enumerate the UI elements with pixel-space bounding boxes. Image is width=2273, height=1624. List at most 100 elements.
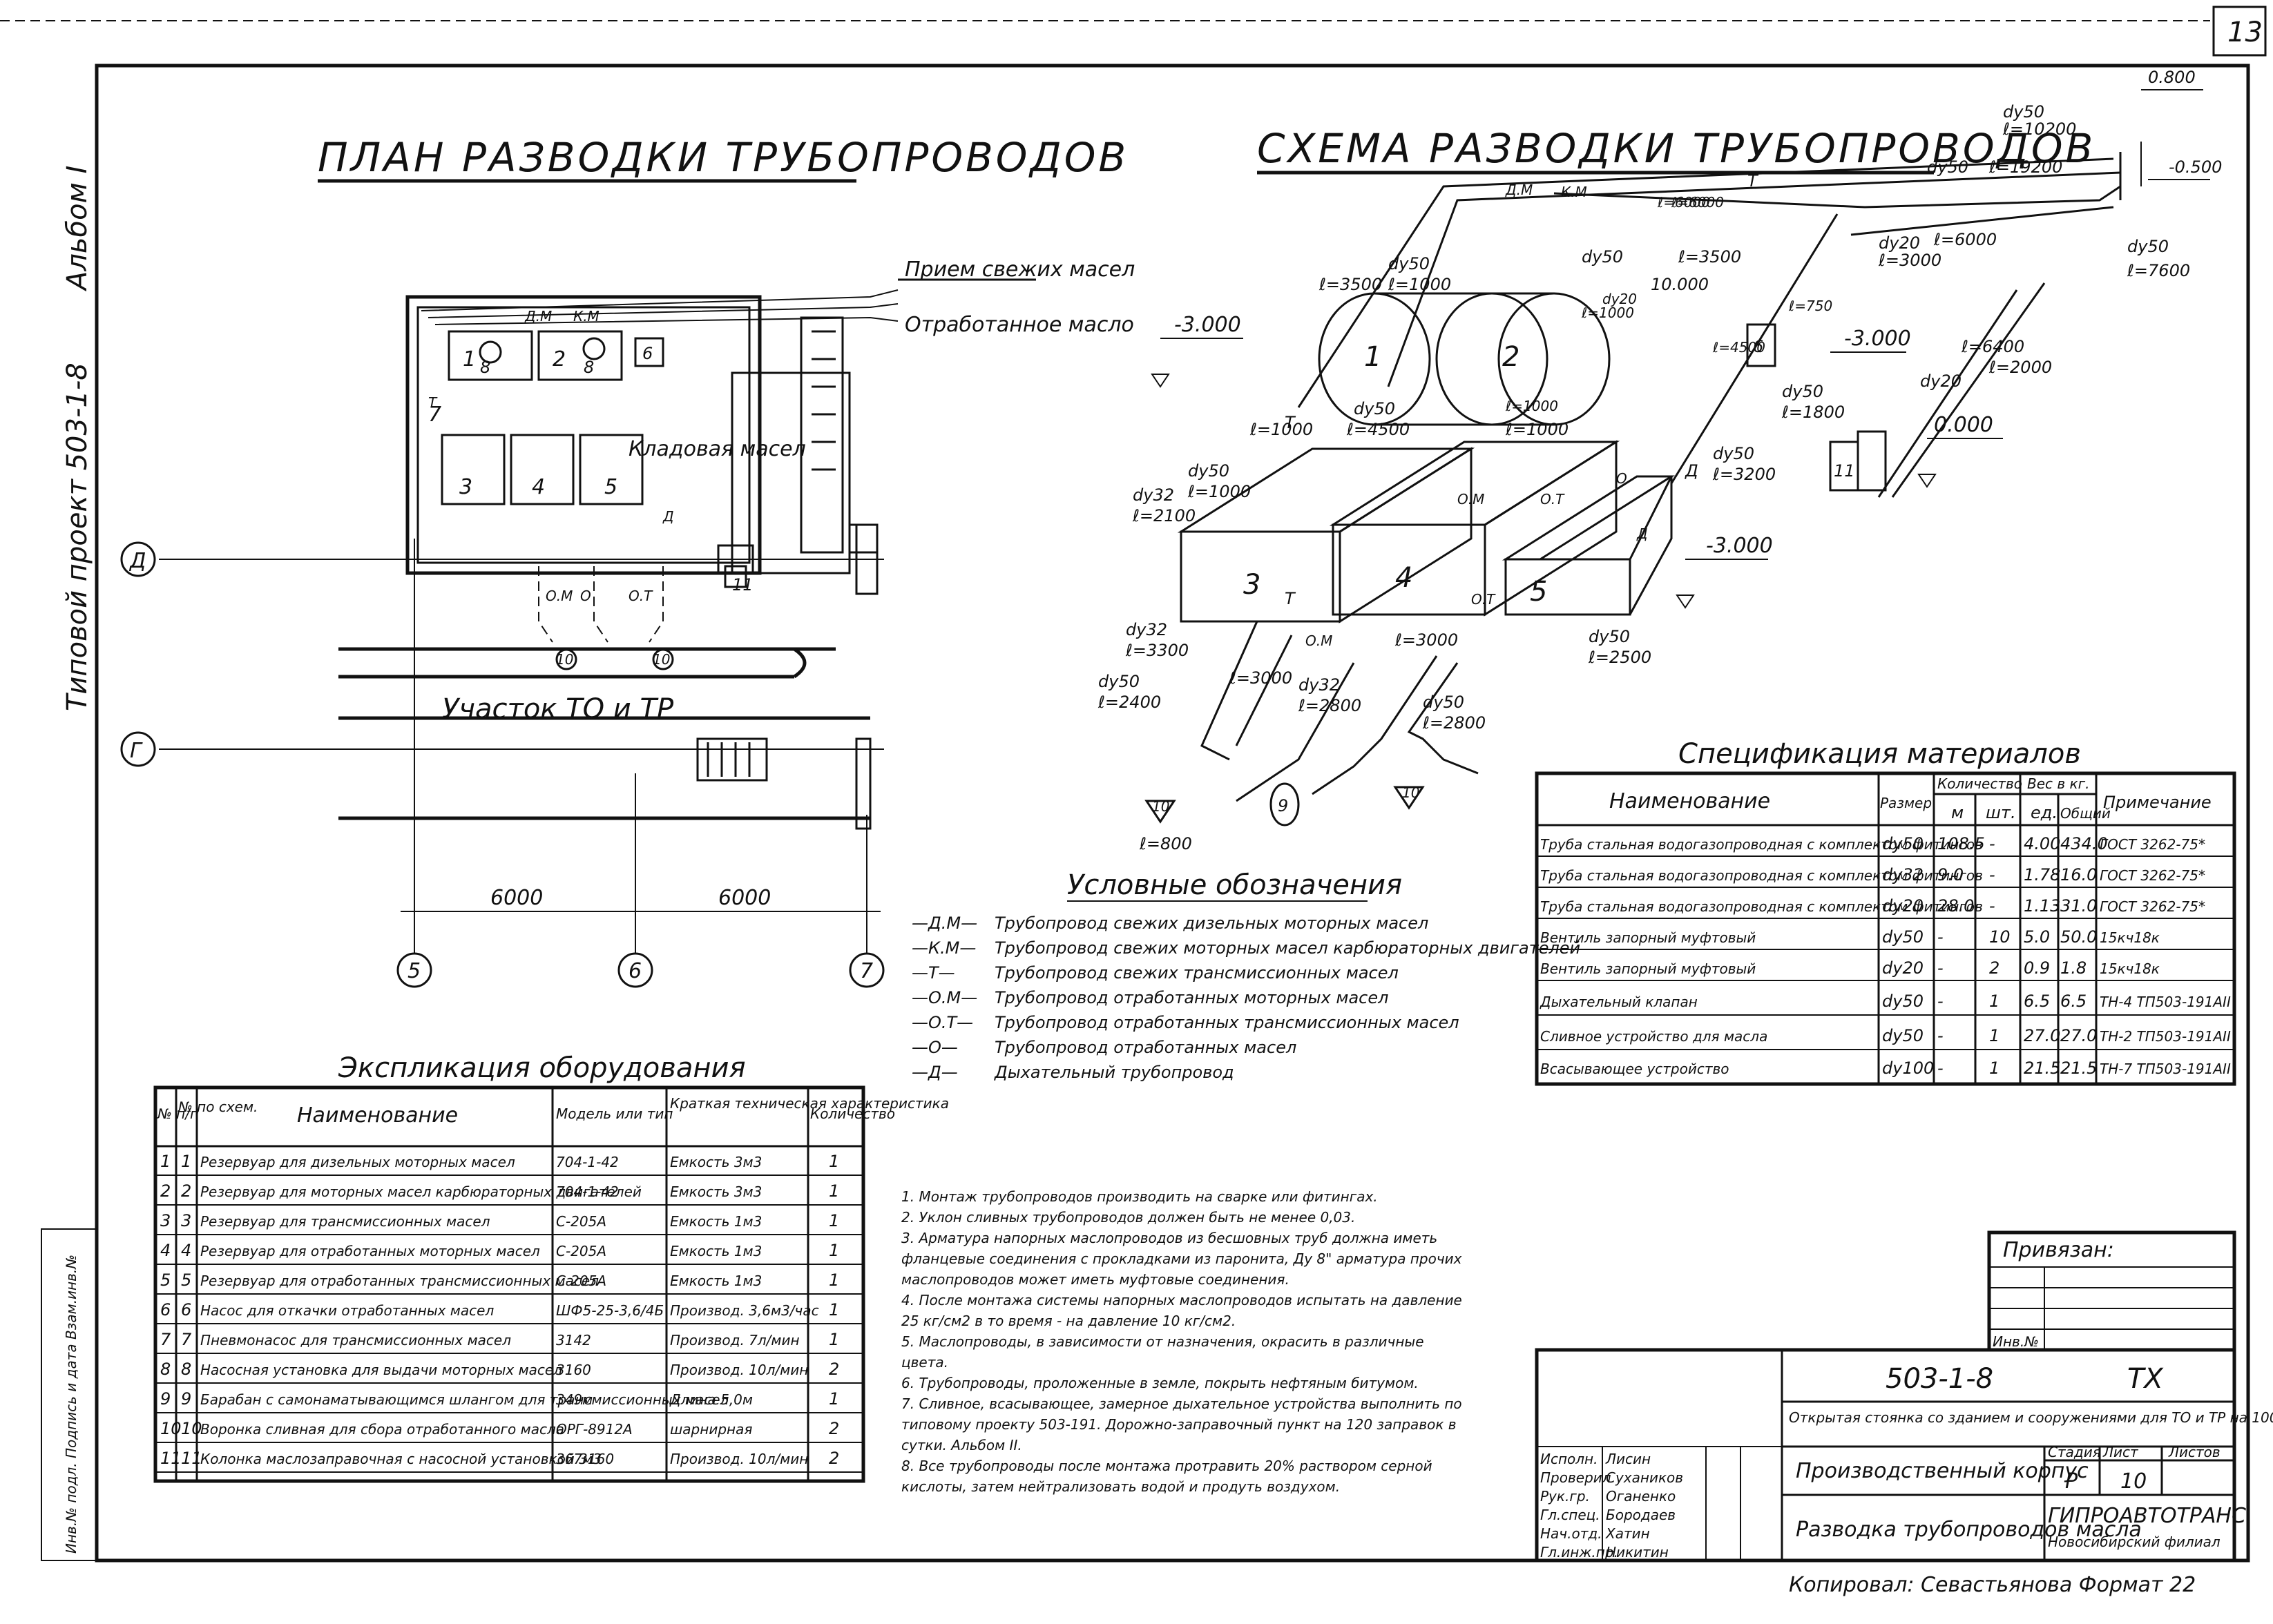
svg-text:ℓ=6000: ℓ=6000	[1671, 194, 1724, 211]
svg-text:Д.М: Д.М	[524, 308, 552, 325]
svg-text:Д: Д	[662, 508, 674, 525]
legend-text: Трубопровод свежих трансмиссионных масел	[995, 963, 1399, 983]
spec-row-note: ТН-4 ТП503-191АII	[2100, 994, 2231, 1010]
spec-row-name: Вентиль запорный муфтовый	[1540, 929, 1756, 946]
spec-row-size: dy32	[1882, 865, 1924, 884]
svg-text:10: 10	[1152, 798, 1169, 815]
axis-d: Д	[128, 549, 146, 573]
explication-name: Колонка маслозаправочная с насосной уста…	[200, 1451, 614, 1467]
explication-spec: Емкость 3м3	[670, 1154, 762, 1170]
elev-m3000-b: -3.000	[1844, 327, 1911, 351]
binding-label: Привязан:	[2003, 1238, 2114, 1262]
spec-row-total: 50.0	[2060, 927, 2097, 947]
footer-text: Копировал: Севастьянова Формат 22	[1789, 1573, 2196, 1597]
explication-n: 6	[160, 1300, 171, 1320]
spec-row-note: ГОСТ 3262-75*	[2100, 867, 2205, 884]
tb-sheet: 10	[2120, 1469, 2147, 1494]
spec-row-name: Сливное устройство для масла	[1540, 1028, 1767, 1045]
explication-name: Барабан с самонаматывающимся шлангом для…	[200, 1391, 729, 1408]
explication-model: С-205А	[556, 1273, 606, 1289]
svg-text:Т: Т	[1285, 413, 1296, 432]
svg-text:м: м	[1951, 803, 1964, 822]
svg-text:ℓ=4500: ℓ=4500	[1712, 339, 1765, 356]
svg-text:О.Т: О.Т	[1471, 591, 1496, 608]
binding-inv: Инв.№	[1993, 1333, 2039, 1350]
svg-text:ℓ=3200: ℓ=3200	[1712, 465, 1776, 484]
tb-role-name: Сухаников	[1606, 1469, 1683, 1486]
svg-text:3: 3	[1243, 569, 1260, 601]
explication-pos: 6	[181, 1300, 191, 1320]
svg-text:К.М: К.М	[1561, 184, 1587, 200]
svg-text:dy50: dy50	[1782, 382, 1823, 401]
title-block: 503-1-8 ТХ Открытая стоянка со зданием и…	[1535, 1348, 2273, 1563]
spec-title: Спецификация материалов	[1678, 738, 2081, 770]
tb-role-name: Хатин	[1605, 1525, 1650, 1542]
svg-text:11: 11	[1834, 461, 1855, 481]
tb-branch: Новосибирский филиал	[2048, 1534, 2221, 1550]
tb-role: Нач.отд.	[1540, 1525, 1602, 1542]
spec-row-total: 31.0	[2060, 896, 2097, 916]
svg-text:8: 8	[584, 358, 594, 377]
explication-model: 3160	[556, 1362, 591, 1378]
svg-text:6: 6	[1753, 337, 1763, 356]
note-item: 6. Трубопроводы, проложенные в земле, по…	[901, 1375, 1419, 1391]
spec-row-m: -	[1937, 992, 1944, 1011]
svg-text:7: 7	[428, 403, 441, 427]
legend-text: Трубопровод отработанных трансмиссионных…	[995, 1013, 1459, 1032]
svg-text:dy32: dy32	[1126, 620, 1167, 639]
svg-text:dy50: dy50	[1582, 247, 1623, 267]
svg-text:dy50: dy50	[1589, 627, 1630, 646]
spec-row-note: ТН-7 ТП503-191АII	[2100, 1061, 2231, 1077]
explication-qty: 1	[829, 1211, 839, 1230]
explication-n: 8	[160, 1360, 171, 1379]
svg-text:5: 5	[604, 475, 617, 499]
spec-row-unit: 4.00	[2024, 834, 2060, 853]
svg-text:ед.: ед.	[2031, 803, 2058, 822]
spec-row-unit: 1.13	[2024, 896, 2060, 916]
explication-qty: 1	[829, 1152, 839, 1171]
axis-5: 5	[407, 959, 421, 983]
legend-code: —О.М—	[912, 988, 977, 1007]
svg-text:ℓ=3500: ℓ=3500	[1678, 247, 1741, 267]
explication-spec: Длина 5,0м	[669, 1391, 753, 1408]
album-label: Альбом I	[61, 166, 93, 292]
svg-text:dy20: dy20	[1879, 233, 1920, 253]
svg-text:5: 5	[1530, 576, 1547, 608]
explication-n: 4	[160, 1241, 171, 1260]
spec-row-unit: 6.5	[2024, 992, 2050, 1011]
explication-n: 3	[160, 1211, 171, 1230]
svg-text:ℓ=750: ℓ=750	[1788, 298, 1832, 314]
tb-role-name: Оганенко	[1606, 1488, 1676, 1505]
explication-n: 1	[160, 1152, 171, 1171]
svg-text:О.Т: О.Т	[1540, 491, 1565, 508]
explication-name: Насосная установка для выдачи моторных м…	[200, 1362, 562, 1378]
spec-row-size: dy50	[1882, 992, 1924, 1011]
svg-text:ℓ=3000: ℓ=3000	[1878, 251, 1941, 270]
svg-text:ℓ=19200: ℓ=19200	[1988, 157, 2062, 177]
explication-name: Резервуар для отработанных моторных масе…	[200, 1243, 540, 1259]
project-label: Типовой проект 503-1-8	[61, 362, 93, 711]
spec-row-pcs: 10	[1989, 927, 2011, 947]
svg-text:О.Т: О.Т	[629, 588, 653, 604]
spec-row-name: Дыхательный клапан	[1540, 994, 1698, 1010]
legend-text: Трубопровод свежих моторных масел карбюр…	[995, 938, 1580, 958]
svg-text:dy50: dy50	[2003, 102, 2044, 122]
explication-name: Резервуар для дизельных моторных масел	[200, 1154, 515, 1170]
svg-text:Вес в кг.: Вес в кг.	[2027, 775, 2089, 792]
legend-text: Дыхательный трубопровод	[994, 1063, 1234, 1082]
svg-text:2: 2	[1502, 341, 1519, 373]
explication-table: Экспликация оборудования № п/п № по схем…	[153, 1052, 949, 1483]
svg-text:О: О	[1616, 470, 1627, 487]
svg-text:10: 10	[653, 651, 670, 668]
note-item: 3. Арматура напорных маслопроводов из бе…	[901, 1230, 1462, 1288]
spec-row-size: dy50	[1882, 927, 1924, 947]
spec-row-size: dy20	[1882, 896, 1924, 916]
svg-text:9: 9	[1278, 796, 1288, 815]
svg-text:dy50: dy50	[1423, 693, 1464, 712]
svg-text:ℓ=1000: ℓ=1000	[1388, 275, 1451, 294]
plan-area-label: Участок ТО и ТР	[442, 693, 674, 725]
elev-0800: 0.800	[2148, 68, 2196, 87]
plan-fresh-oil-label: Прием свежих масел	[905, 258, 1135, 282]
spec-row-pcs: -	[1989, 865, 1995, 884]
spec-row-name: Труба стальная водогазопроводная с компл…	[1540, 867, 1983, 884]
